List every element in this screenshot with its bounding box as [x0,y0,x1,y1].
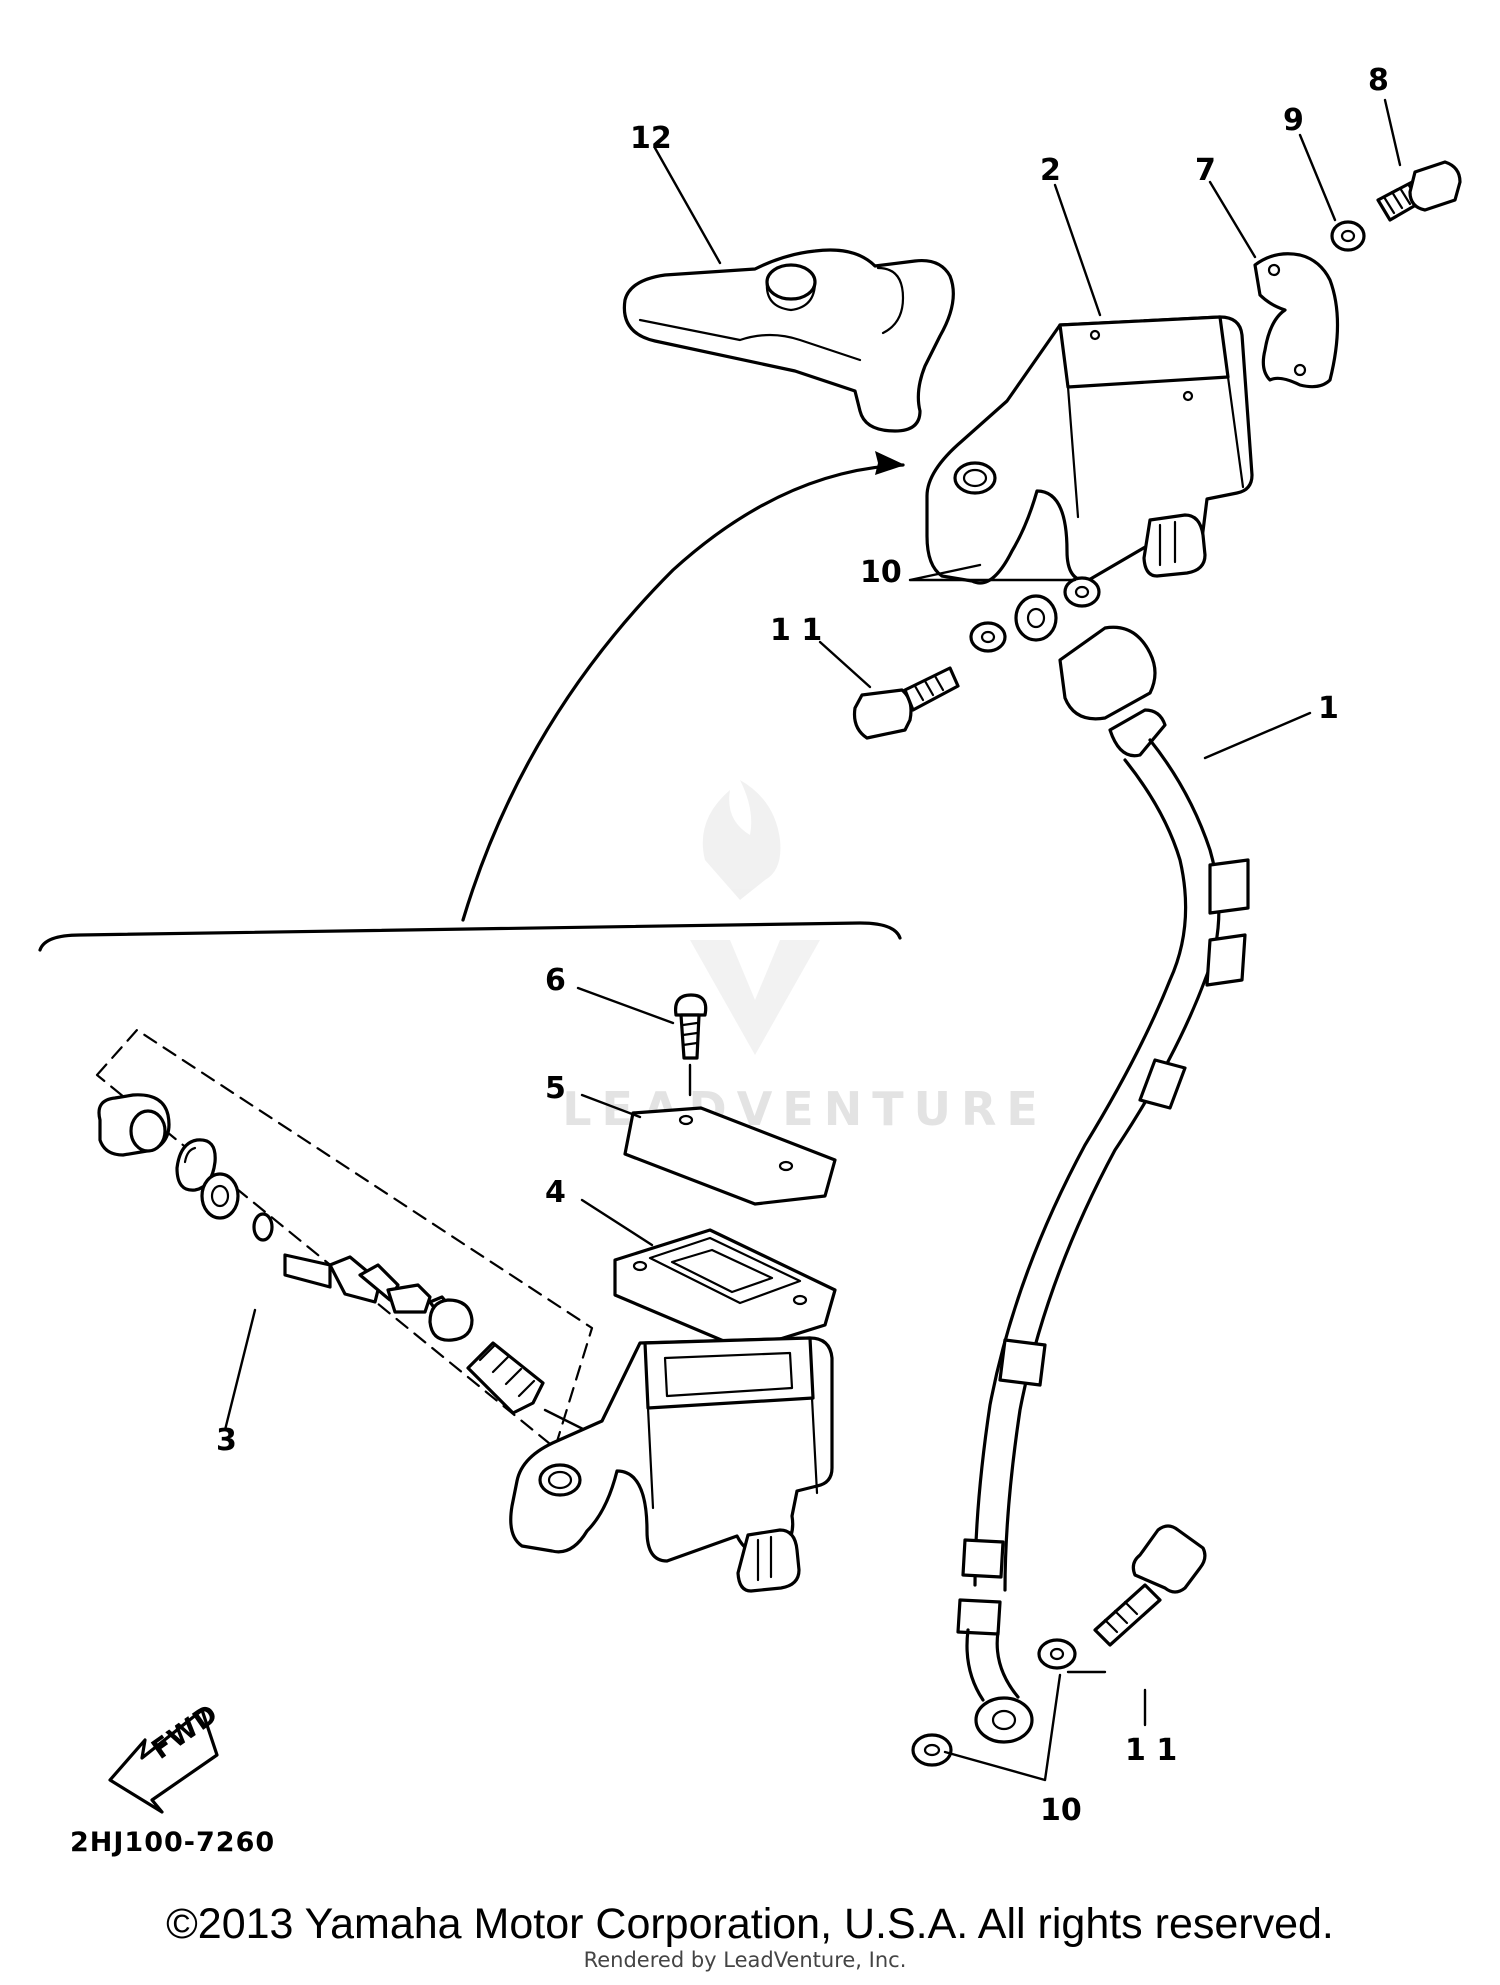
callout-10-top: 10 [860,555,902,590]
callout-2: 2 [1040,153,1061,188]
callout-4: 4 [545,1175,566,1210]
detail-arrow [461,451,905,922]
copyright-notice: ©2013 Yamaha Motor Corporation, U.S.A. A… [166,1900,1334,1948]
callouts: 1 2 3 4 5 6 7 8 9 10 10 1 1 1 1 12 [216,63,1389,1828]
master-cylinder-body [509,1336,834,1593]
copper-washers-part-10-top [969,576,1101,653]
reservoir-cap-part-5 [623,1106,837,1206]
master-cylinder-part-2 [925,315,1254,585]
washer-part-9 [1330,220,1366,252]
copper-washers-part-10-bottom [911,1638,1077,1767]
holder-part-7 [1253,252,1340,389]
lever-cover-part-12 [622,248,955,433]
diaphragm-part-4 [613,1228,837,1352]
callout-1: 1 [1318,691,1339,726]
callout-3: 3 [216,1423,237,1458]
detail-frame-line [38,921,902,952]
callout-7: 7 [1195,153,1216,188]
callout-6: 6 [545,963,566,998]
leader-lines [576,98,1402,1782]
forward-arrow-icon: FWD [108,1698,224,1814]
callout-10-bottom: 10 [1040,1793,1082,1828]
callout-5: 5 [545,1071,566,1106]
drawing-code: 2HJ100-7260 [70,1827,275,1858]
callout-8: 8 [1368,63,1389,98]
callout-12: 12 [630,121,672,156]
union-bolt-part-11-top [852,666,960,740]
callout-9: 9 [1283,103,1304,138]
leadventure-watermark: LEADVENTURE [562,780,1038,1136]
piston-kit-part-3 [95,1028,597,1450]
union-bolt-part-11-bottom [1093,1524,1207,1647]
bolt-part-8 [1376,160,1462,222]
callout-11-top: 1 1 [770,613,822,648]
render-credit: Rendered by LeadVenture, Inc. [584,1948,907,1972]
screw-part-6 [673,993,708,1097]
callout-11-bottom: 1 1 [1125,1733,1177,1768]
leadventure-logo-icon [690,780,820,1055]
brake-hose-part-1 [956,594,1250,1744]
